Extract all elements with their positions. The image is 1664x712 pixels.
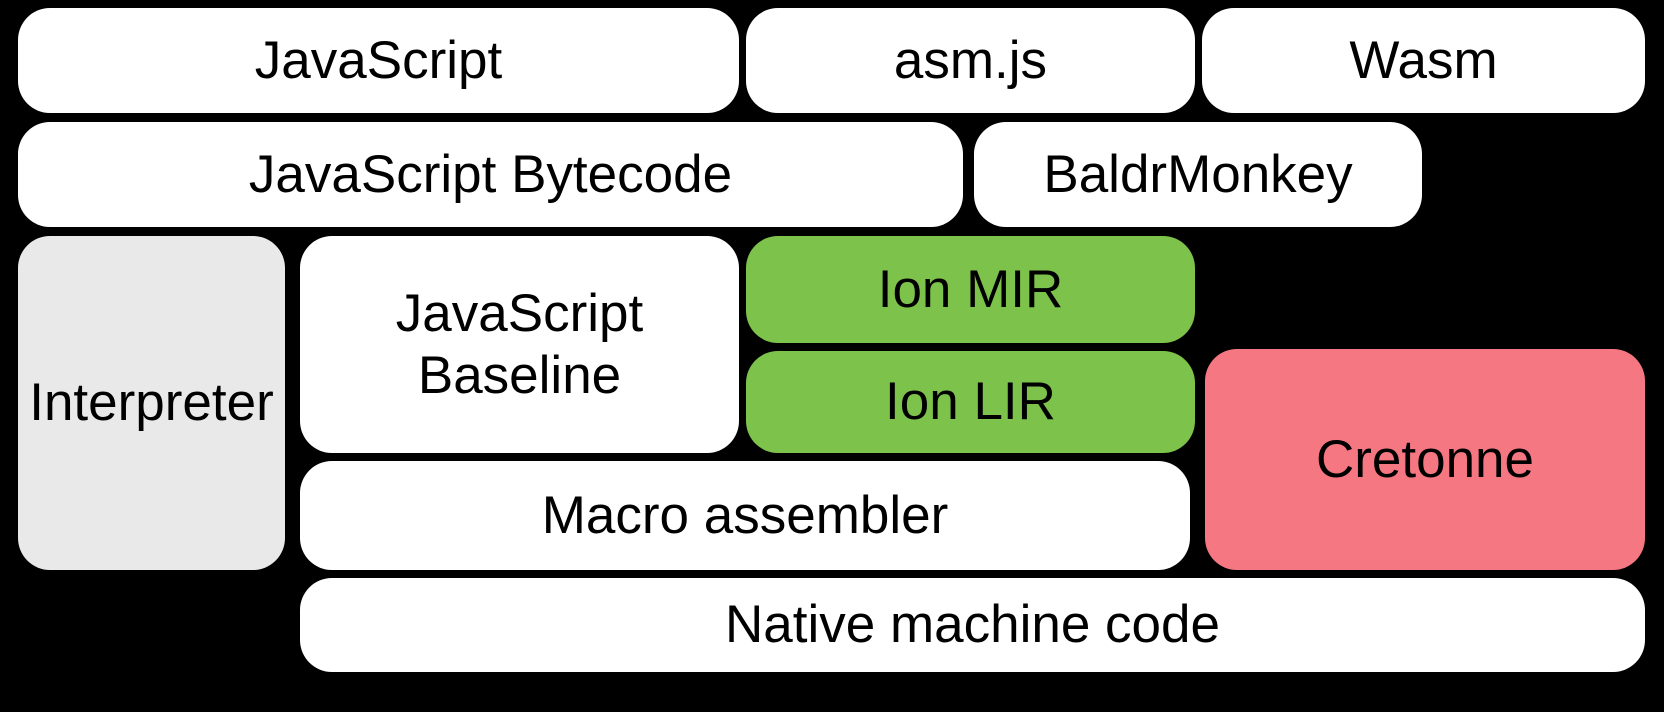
box-asmjs-label: asm.js <box>893 30 1048 90</box>
box-macro-assembler-label: Macro assembler <box>541 485 949 545</box>
box-native-machine-code-label: Native machine code <box>725 595 1220 654</box>
box-interpreter: Interpreter <box>18 236 285 570</box>
box-javascript-baseline-label: JavaScript Baseline <box>395 283 644 405</box>
box-cretonne-label: Cretonne <box>1315 429 1535 489</box>
box-ion-mir-label: Ion MIR <box>877 259 1064 319</box>
box-javascript-label: JavaScript <box>254 30 503 90</box>
box-javascript-baseline: JavaScript Baseline <box>300 236 739 453</box>
box-cretonne: Cretonne <box>1205 349 1645 570</box>
box-ion-lir-label: Ion LIR <box>885 372 1056 431</box>
box-javascript: JavaScript <box>18 8 739 113</box>
box-wasm-label: Wasm <box>1349 30 1498 90</box>
box-ion-lir: Ion LIR <box>746 351 1195 453</box>
box-ion-mir: Ion MIR <box>746 236 1195 343</box>
box-native-machine-code: Native machine code <box>300 578 1645 672</box>
box-wasm: Wasm <box>1202 8 1645 113</box>
box-interpreter-label: Interpreter <box>29 373 274 432</box>
box-javascript-bytecode-label: JavaScript Bytecode <box>248 144 733 204</box>
box-asmjs: asm.js <box>746 8 1195 113</box>
box-javascript-bytecode: JavaScript Bytecode <box>18 122 963 227</box>
box-macro-assembler: Macro assembler <box>300 461 1190 570</box>
box-baldrmonkey-label: BaldrMonkey <box>1043 144 1353 204</box>
box-baldrmonkey: BaldrMonkey <box>974 122 1422 227</box>
